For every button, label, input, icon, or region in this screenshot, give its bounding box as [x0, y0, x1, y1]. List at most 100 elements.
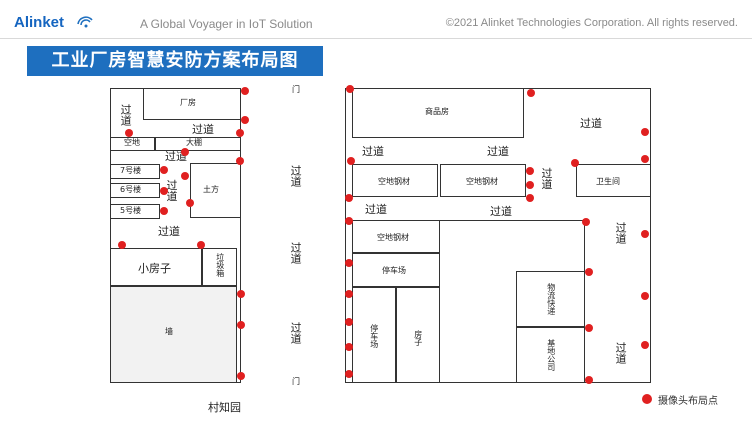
- logistics-express-label: 物流快递: [546, 283, 556, 315]
- camera-point: [345, 290, 353, 298]
- passage-label: 过道: [614, 222, 628, 244]
- steel-yard-3-label: 空地钢材: [377, 233, 409, 242]
- house-label: 房子: [413, 330, 423, 346]
- legend-camera-dot: [642, 394, 652, 404]
- camera-point: [160, 187, 168, 195]
- camera-point: [346, 85, 354, 93]
- building-6-label: 6号楼: [120, 185, 142, 194]
- small-house: [110, 248, 202, 286]
- restroom-label: 卫生间: [596, 177, 620, 186]
- house: [396, 287, 440, 383]
- camera-point: [582, 218, 590, 226]
- garbage-bin-label: 垃圾箱: [215, 253, 225, 277]
- camera-point: [236, 129, 244, 137]
- passage-label: 过道: [362, 145, 384, 158]
- camera-point: [345, 318, 353, 326]
- building-5: [110, 204, 160, 219]
- copyright: ©2021 Alinket Technologies Corporation. …: [445, 17, 738, 29]
- passage-label: 过道: [614, 342, 628, 364]
- camera-point: [237, 321, 245, 329]
- parking-lot-1: [352, 253, 440, 287]
- camera-point: [241, 116, 249, 124]
- camera-point: [181, 172, 189, 180]
- camera-point: [641, 155, 649, 163]
- steel-yard-3: [352, 220, 440, 253]
- village-label: 村知园: [208, 401, 241, 414]
- small-house-label: 小房子: [138, 262, 171, 275]
- camera-point: [526, 194, 534, 202]
- camera-point: [526, 181, 534, 189]
- wall: [110, 286, 237, 383]
- camera-point: [181, 148, 189, 156]
- factory-label: 厂房: [180, 98, 196, 107]
- gate-top: 门: [292, 85, 300, 94]
- camera-point: [345, 194, 353, 202]
- passage-label: 过道: [289, 165, 303, 187]
- building-7-label: 7号楼: [120, 166, 142, 175]
- wifi-signal-icon: [77, 16, 93, 28]
- greenhouse: [155, 137, 241, 151]
- passage-label-text: 过道: [166, 179, 178, 203]
- parking-lot-2-label: 停车场: [369, 324, 379, 348]
- steel-yard-2: [440, 164, 526, 197]
- restroom: [576, 164, 651, 197]
- passage-label-text: 过道: [541, 167, 553, 191]
- camera-point: [585, 376, 593, 384]
- passage-label: 过道: [158, 225, 180, 238]
- building-5-label: 5号楼: [120, 206, 142, 215]
- passage-label: 过道: [289, 322, 303, 344]
- camera-point: [641, 128, 649, 136]
- building-6: [110, 183, 160, 198]
- camera-point: [571, 159, 579, 167]
- base-company-label: 基地公司: [546, 339, 556, 371]
- passage-label: 过道: [192, 123, 214, 136]
- camera-point: [118, 241, 126, 249]
- camera-point: [197, 241, 205, 249]
- tagline: A Global Voyager in IoT Solution: [140, 17, 313, 31]
- camera-point: [345, 259, 353, 267]
- empty-lot: [110, 137, 155, 151]
- camera-point: [641, 341, 649, 349]
- parking-lot-2: [352, 287, 396, 383]
- camera-point: [527, 89, 535, 97]
- camera-point: [347, 157, 355, 165]
- camera-point: [160, 166, 168, 174]
- passage-label: 过道: [487, 145, 509, 158]
- legend-camera-label: 摄像头布局点: [658, 396, 718, 407]
- logistics-express: [516, 271, 585, 327]
- steel-yard-1: [352, 164, 438, 197]
- camera-point: [641, 230, 649, 238]
- empty-lot-label: 空地: [124, 138, 140, 147]
- parking-lot-1-label: 停车场: [382, 266, 406, 275]
- camera-point: [186, 199, 194, 207]
- camera-point: [585, 324, 593, 332]
- camera-point: [526, 167, 534, 175]
- passage-label: 过道: [490, 205, 512, 218]
- passage-label: 过道: [580, 117, 602, 130]
- camera-point: [125, 129, 133, 137]
- base-company: [516, 327, 585, 383]
- commercial-housing: [352, 88, 524, 138]
- passage-label: 过道: [119, 104, 133, 126]
- camera-point: [237, 290, 245, 298]
- camera-point: [345, 370, 353, 378]
- greenhouse-label: 大棚: [186, 138, 202, 147]
- earthwork-area: [190, 163, 241, 218]
- header-divider: [0, 38, 752, 39]
- camera-point: [345, 343, 353, 351]
- commercial-housing-label: 商品房: [425, 107, 449, 116]
- logo-text: Alinket: [14, 14, 65, 31]
- camera-point: [641, 292, 649, 300]
- alinket-logo: Alinket: [14, 8, 94, 38]
- earthwork-label: 土方: [203, 185, 219, 194]
- passage-label: 过道: [365, 203, 387, 216]
- camera-point: [585, 268, 593, 276]
- passage-label: 过道: [289, 242, 303, 264]
- camera-point: [345, 217, 353, 225]
- steel-yard-2-label: 空地钢材: [466, 177, 498, 186]
- wall-label: 墙: [165, 327, 173, 336]
- building-7: [110, 164, 160, 179]
- gate-bottom: 门: [292, 377, 300, 386]
- camera-point: [241, 87, 249, 95]
- passage-label: 过道: [541, 168, 555, 190]
